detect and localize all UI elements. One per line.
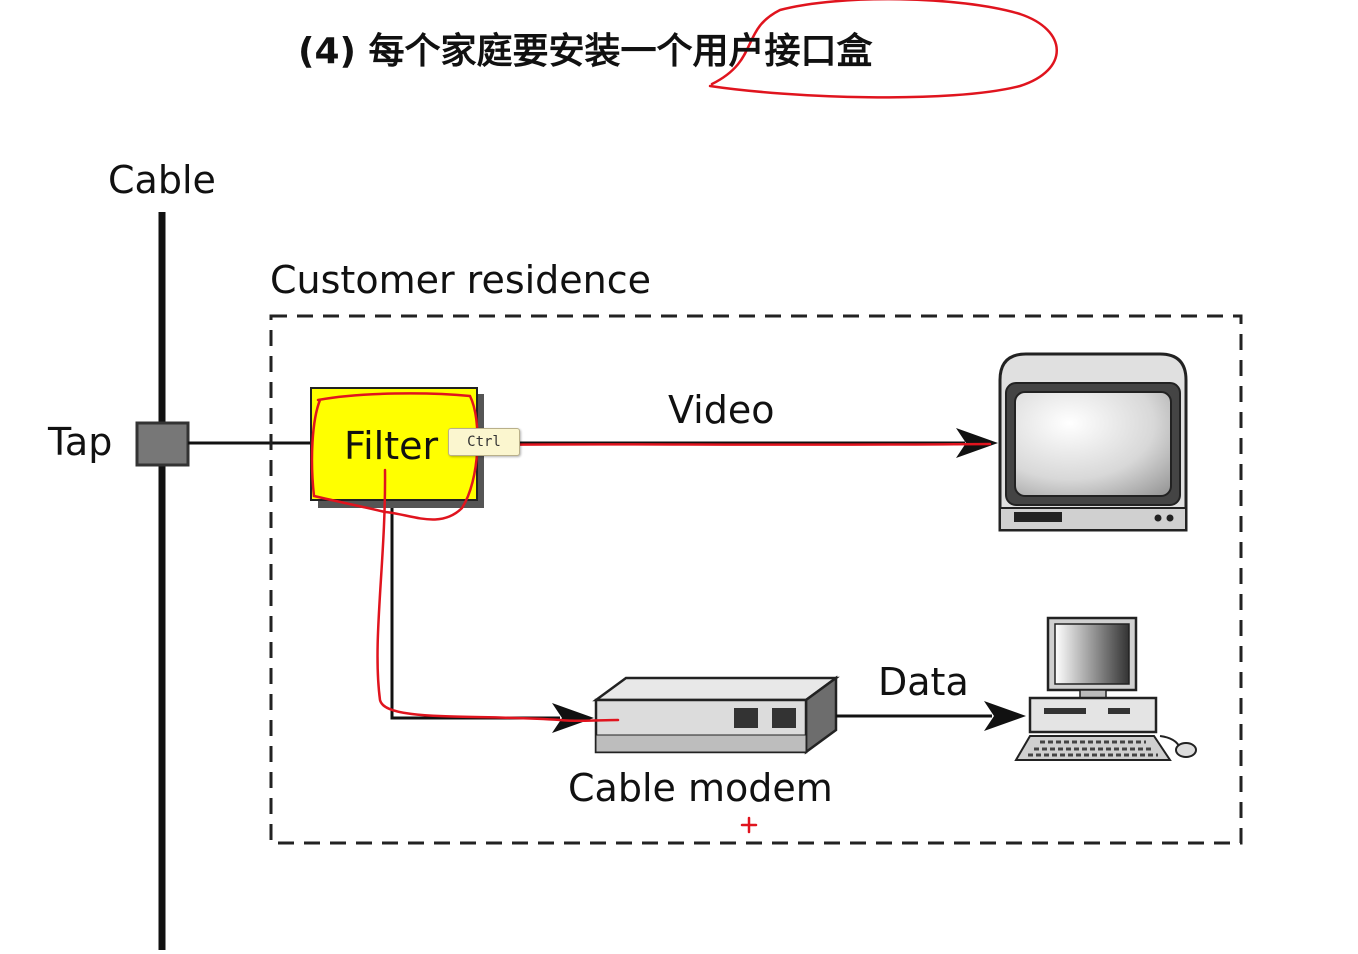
annotation-plus-mark	[740, 816, 758, 834]
data-label: Data	[878, 660, 969, 704]
annotation-video-underline	[476, 442, 992, 447]
cable-modem-label: Cable modem	[568, 766, 833, 810]
computer-icon	[1014, 616, 1197, 761]
slide-title: (4) 每个家庭要安装一个用户接口盒	[298, 31, 873, 72]
annotation-ellipse	[708, 0, 1058, 99]
filter-label: Filter	[344, 424, 439, 468]
video-label: Video	[668, 388, 775, 432]
tap-label: Tap	[48, 420, 113, 464]
annotation-modem-path	[376, 468, 620, 723]
customer-residence-boundary	[269, 314, 1243, 845]
cable-modem-icon	[592, 675, 840, 755]
ctrl-tooltip: Ctrl	[448, 428, 520, 456]
tap-box	[135, 421, 190, 467]
customer-residence-label: Customer residence	[270, 258, 652, 302]
modem-arrowhead	[552, 703, 594, 733]
data-arrowhead	[984, 701, 1026, 731]
cable-label: Cable	[108, 158, 216, 202]
annotation-filter-scribble	[310, 392, 479, 521]
television-icon	[998, 352, 1188, 532]
filter-to-modem-line	[390, 508, 560, 720]
red-annotations	[310, 0, 1058, 834]
